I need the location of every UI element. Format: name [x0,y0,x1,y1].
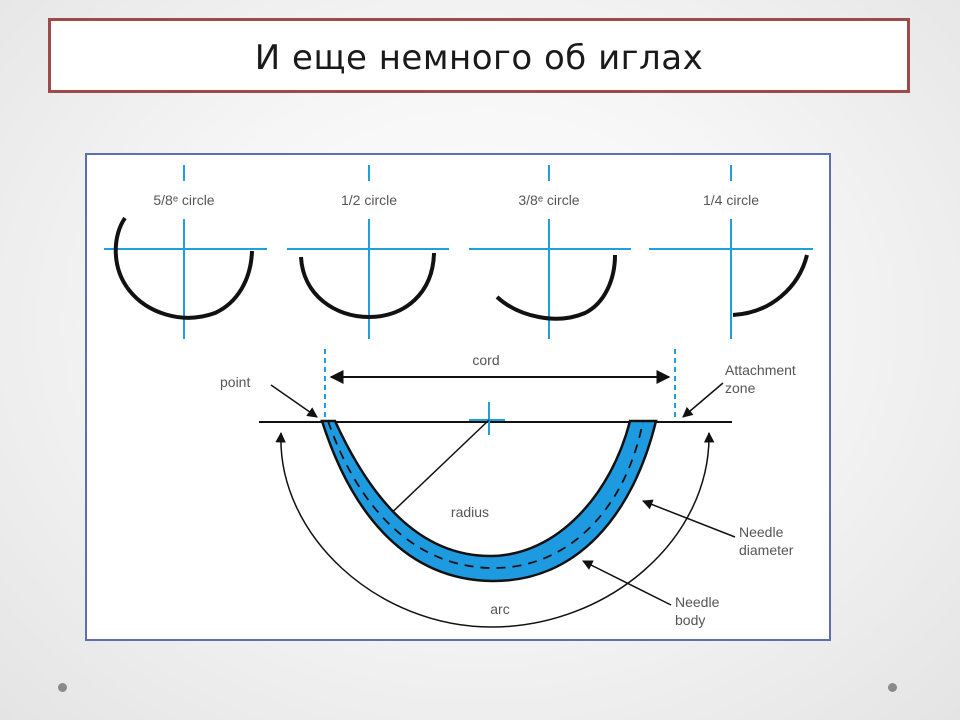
circle-type-label: 1/2 circle [341,192,397,208]
needle-diagram: 5/8ᵉ circle 1/2 circle 3/8ᵉ circle 1/4 c… [104,165,813,628]
needle-diameter-label-line2: diameter [739,542,794,558]
arc-arrow [275,431,715,628]
slide-title-box: И еще немного об иглах [48,18,910,93]
attachment-zone-label-line1: Attachment [725,362,796,378]
needle-diameter-label-line1: Needle [739,524,784,540]
needle-curve [299,252,436,320]
radius-label: radius [451,504,489,520]
point-label: point [220,374,250,390]
circle-type-5-8: 5/8ᵉ circle [104,165,267,339]
attachment-zone-label-line2: zone [725,380,756,396]
slide-decoration-dot-right [888,683,897,692]
circle-type-label: 5/8ᵉ circle [153,192,214,208]
needle-anatomy: cord radius arc point Attachment zone [220,349,796,628]
circle-type-label: 1/4 circle [703,192,759,208]
circle-type-1-4: 1/4 circle [649,165,813,339]
cord-label: cord [472,352,499,368]
needle-diagram-frame: 5/8ᵉ circle 1/2 circle 3/8ᵉ circle 1/4 c… [85,153,831,641]
needle-body-label-line1: Needle [675,594,720,610]
slide-title: И еще немного об иглах [254,37,704,78]
needle-centerline [327,420,644,569]
point-pointer [270,384,318,418]
slide-decoration-dot-left [58,683,67,692]
circle-type-3-8: 3/8ᵉ circle [469,165,631,339]
needle-body-label-line2: body [675,612,705,628]
needle-body-band [320,419,658,583]
needle-curve [495,254,617,321]
circle-type-label: 3/8ᵉ circle [518,192,579,208]
needle-curve [113,216,254,320]
attachment-pointer [682,382,724,418]
circle-type-1-2: 1/2 circle [287,165,449,339]
needle-diameter-pointer [642,499,736,538]
arc-label: arc [490,601,509,617]
needle-body-pointer [582,560,672,606]
needle-curve [732,254,809,317]
